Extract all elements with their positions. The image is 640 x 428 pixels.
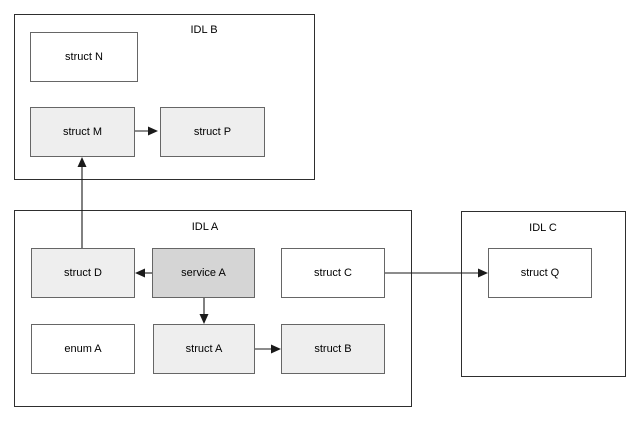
container-label-idl-b: IDL B [190, 24, 218, 36]
node-struct-q[interactable]: struct Q [488, 248, 592, 298]
node-struct-m[interactable]: struct M [30, 107, 135, 157]
node-struct-b[interactable]: struct B [281, 324, 385, 374]
node-struct-a[interactable]: struct A [153, 324, 255, 374]
container-label-idl-c: IDL C [529, 222, 557, 234]
node-struct-d[interactable]: struct D [31, 248, 135, 298]
node-enum-a[interactable]: enum A [31, 324, 135, 374]
node-service-a[interactable]: service A [152, 248, 255, 298]
container-label-idl-a: IDL A [191, 221, 219, 233]
node-struct-p[interactable]: struct P [160, 107, 265, 157]
node-struct-c[interactable]: struct C [281, 248, 385, 298]
node-struct-n[interactable]: struct N [30, 32, 138, 82]
container-idl-a[interactable] [14, 210, 412, 407]
